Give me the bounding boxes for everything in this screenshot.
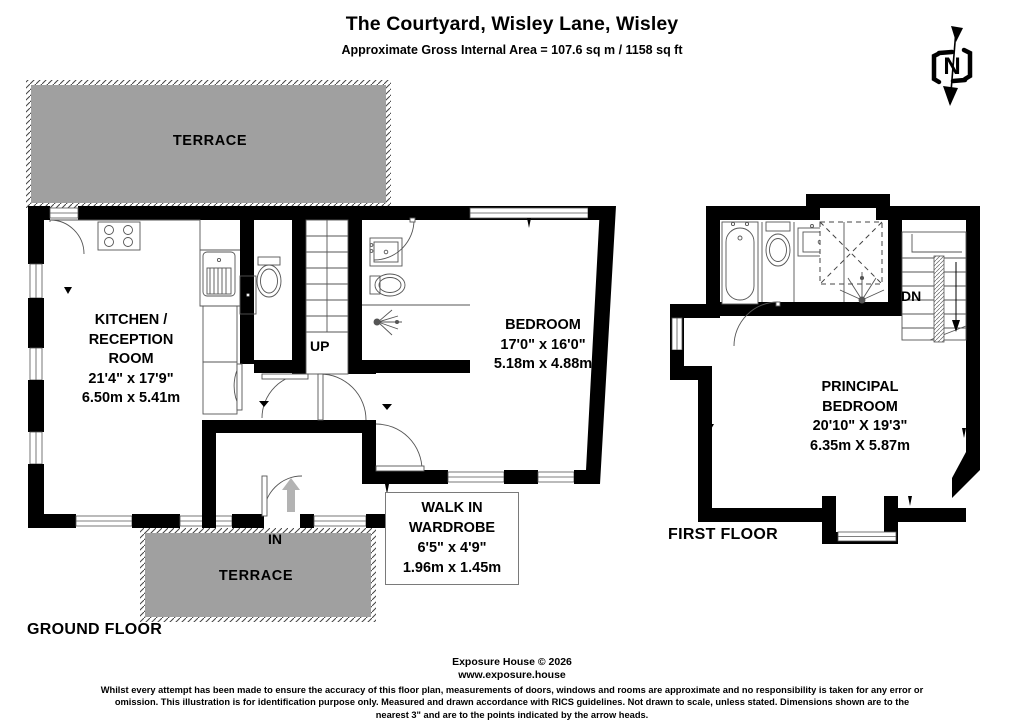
wardrobe-name-line-2: WARDROBE	[408, 520, 496, 536]
kitchen-dim-metric: 6.50m x 5.41m	[81, 390, 181, 406]
stairs-down-graphic	[901, 231, 967, 343]
room-label-principal-bedroom: PRINCIPAL BEDROOM 20'10" X 19'3" 6.35m X…	[770, 378, 950, 456]
kitchen-name-line-1: KITCHEN /	[94, 312, 168, 328]
stairs-up-label: UP	[310, 338, 330, 354]
ground-floor-label: GROUND FLOOR	[27, 621, 163, 638]
principal-bedroom-name-line-2: BEDROOM	[822, 398, 898, 415]
stairs-down-label: DN	[901, 288, 922, 304]
terrace-lower-label: TERRACE	[218, 568, 294, 584]
principal-bedroom-dim-imperial: 20'10" X 19'3"	[812, 418, 908, 434]
gross-internal-area: Approximate Gross Internal Area = 107.6 …	[341, 43, 683, 57]
wardrobe-name-line-1: WALK IN	[421, 500, 483, 516]
wardrobe-dim-imperial: 6'5" x 4'9"	[417, 540, 487, 556]
page-title: The Courtyard, Wisley Lane, Wisley	[345, 13, 679, 35]
kitchen-dim-imperial: 21'4" x 17'9"	[88, 370, 174, 387]
principal-bedroom-dim-metric: 6.35m X 5.87m	[810, 437, 910, 454]
first-floor-fixtures	[721, 221, 885, 347]
kitchen-name-line-2: RECEPTION	[88, 331, 174, 348]
plan-footer: Exposure House © 2026 www.exposure.house…	[0, 656, 1024, 721]
bedroom-name: BEDROOM	[505, 317, 581, 333]
room-label-walk-in-wardrobe: WALK IN WARDROBE 6'5" x 4'9" 1.96m x 1.4…	[385, 492, 519, 585]
wardrobe-dim-metric: 1.96m x 1.45m	[402, 560, 502, 576]
first-floor-label: FIRST FLOOR	[668, 526, 778, 543]
compass-north-label: N	[943, 53, 960, 80]
kitchen-name-line-3: ROOM	[108, 351, 154, 367]
entrance-label: IN	[268, 531, 282, 547]
footer-company: Exposure House © 2026	[452, 656, 572, 668]
plan-header: The Courtyard, Wisley Lane, Wisley Appro…	[0, 12, 1024, 59]
bedroom-dim-metric: 5.18m x 4.88m	[493, 356, 593, 372]
entrance-arrow-icon	[282, 478, 300, 512]
first-floor-walls	[670, 194, 980, 544]
footer-website: www.exposure.house	[458, 669, 566, 681]
bedroom-dim-imperial: 17'0" x 16'0"	[500, 336, 586, 353]
room-label-bedroom: BEDROOM 17'0" x 16'0" 5.18m x 4.88m	[458, 316, 628, 375]
footer-disclaimer: Whilst every attempt has been made to en…	[100, 685, 924, 720]
principal-bedroom-name-line-1: PRINCIPAL	[821, 379, 899, 395]
terrace-upper-label: TERRACE	[172, 133, 248, 149]
room-label-kitchen-reception: KITCHEN / RECEPTION ROOM 21'4" x 17'9" 6…	[48, 311, 214, 409]
compass-north-icon: N	[918, 22, 990, 112]
